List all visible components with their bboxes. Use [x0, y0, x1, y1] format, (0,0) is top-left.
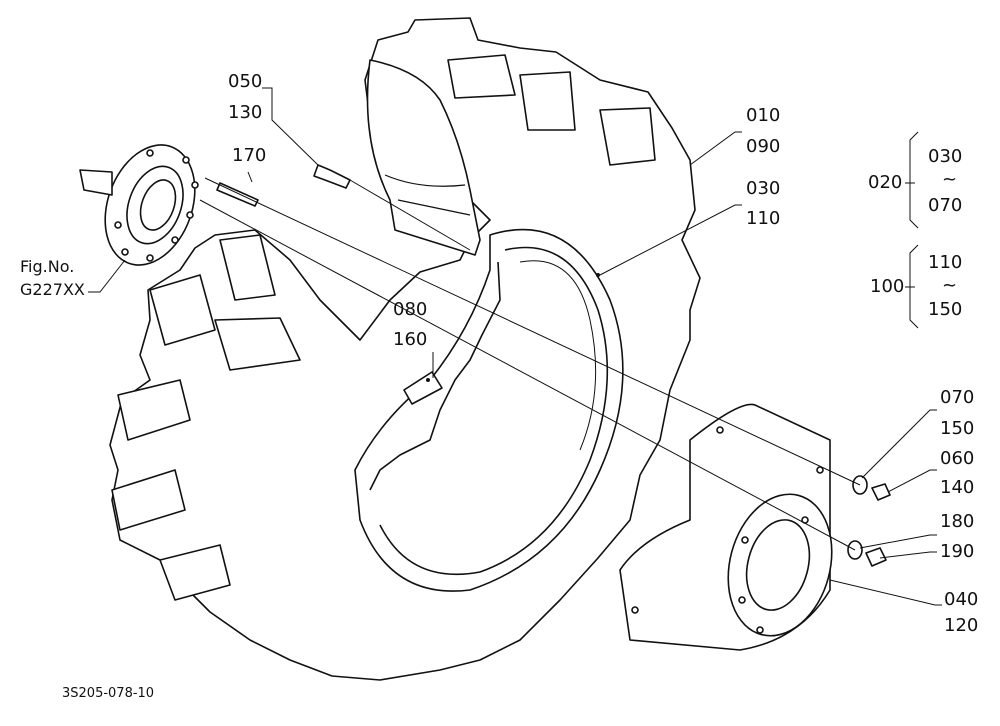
fig-ref-label: Fig.No. — [20, 257, 75, 276]
legend-020-tilde: ~ — [942, 169, 958, 190]
callout-170: 170 — [232, 145, 267, 166]
callout-030: 030 — [746, 178, 781, 199]
tread-lug — [117, 379, 191, 441]
callout-060: 060 — [940, 448, 975, 469]
wheel-disc-040 — [619, 403, 833, 651]
leader-dot — [426, 378, 430, 382]
drawing-code: 3S205-078-10 — [62, 686, 155, 701]
nut-190 — [865, 547, 887, 567]
tread-lug — [519, 71, 576, 131]
callout-180: 180 — [940, 511, 975, 532]
callout-110: 110 — [746, 208, 781, 229]
legend-100-key: 100 — [870, 276, 905, 297]
tread-lug — [214, 317, 301, 371]
legend-100-to: 150 — [928, 299, 963, 320]
callout-130: 130 — [228, 102, 263, 123]
legend-020-from: 030 — [928, 146, 963, 167]
rim-inner — [379, 246, 609, 576]
callout-010: 010 — [746, 105, 781, 126]
tread-lug — [447, 54, 516, 99]
tread-lug — [599, 107, 656, 166]
callout-070: 070 — [940, 387, 975, 408]
callout-120: 120 — [944, 615, 979, 636]
callout-190: 190 — [940, 541, 975, 562]
legend-020-to: 070 — [928, 195, 963, 216]
callout-160: 160 — [393, 329, 428, 350]
bolt-050 — [313, 164, 351, 189]
legend-020-key: 020 — [868, 172, 903, 193]
nut-060 — [871, 483, 891, 501]
callout-150: 150 — [940, 418, 975, 439]
callout-090: 090 — [746, 136, 781, 157]
valve-080 — [403, 371, 443, 405]
legend-100-tilde: ~ — [942, 275, 958, 296]
tread-lug — [159, 544, 231, 601]
tread-lug — [149, 274, 216, 346]
tread-lug — [219, 234, 276, 301]
callout-040: 040 — [944, 589, 979, 610]
fig-ref-number: G227XX — [20, 280, 85, 299]
callout-080: 080 — [393, 299, 428, 320]
callout-140: 140 — [940, 477, 975, 498]
rim-flange — [369, 261, 501, 491]
axle-hub — [79, 144, 199, 266]
legend-100-from: 110 — [928, 252, 963, 273]
leader-dot — [596, 273, 600, 277]
callout-050: 050 — [228, 71, 263, 92]
tread-lug — [111, 469, 186, 531]
